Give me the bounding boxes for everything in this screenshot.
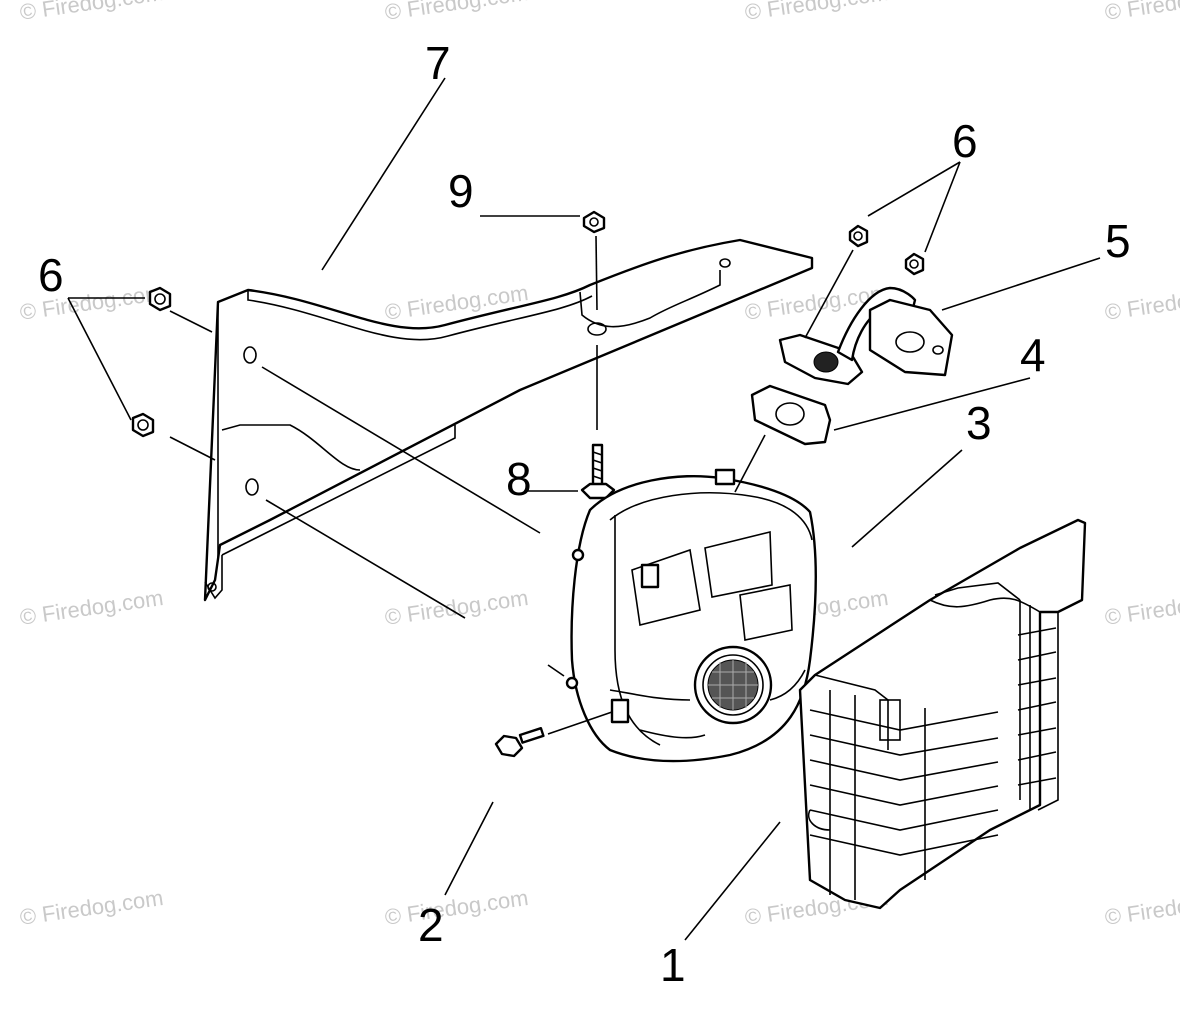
exhaust-pipe-part: [778, 286, 954, 386]
callout-3: 3: [966, 397, 992, 449]
callout-6: 6: [952, 115, 978, 167]
gasket-part: [750, 384, 832, 446]
nut-part: [848, 224, 869, 248]
callout-6: 6: [38, 249, 64, 301]
callout-2: 2: [418, 899, 444, 951]
nut-part: [904, 252, 925, 276]
bracket-part: [203, 238, 814, 602]
bolt-part: [580, 443, 616, 500]
callout-5: 5: [1105, 215, 1131, 267]
leader-lines: [67, 77, 1101, 941]
muffler-part: [565, 468, 817, 763]
muffler-guard-part: [798, 518, 1087, 910]
nut-part: [582, 210, 606, 234]
screw-part: [494, 727, 545, 758]
nut-part: [131, 412, 155, 438]
callout-8: 8: [506, 453, 532, 505]
callout-1: 1: [660, 939, 686, 991]
callout-9: 9: [448, 165, 474, 217]
callout-4: 4: [1020, 329, 1046, 381]
nut-part: [148, 286, 172, 312]
callout-7: 7: [425, 37, 451, 89]
